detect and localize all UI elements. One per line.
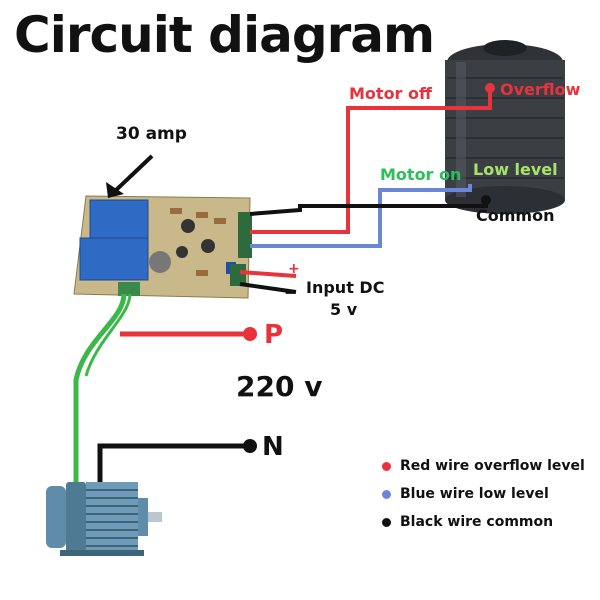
legend-label: Blue wire low level <box>400 486 549 502</box>
p-terminal <box>243 327 257 341</box>
relay-rating-label: 30 amp <box>116 124 187 144</box>
common-node <box>481 195 491 205</box>
water-tank <box>445 40 565 214</box>
blue-dot-icon <box>382 489 391 499</box>
overflow-node <box>485 83 495 93</box>
phase-label: P <box>264 320 284 350</box>
mains-voltage-label: 220 v <box>236 370 323 403</box>
input-voltage-label: 5 v <box>330 300 358 319</box>
page-title: Circuit diagram <box>14 6 435 64</box>
dc-input-wires <box>239 270 297 294</box>
overflow-label: Overflow <box>500 80 581 99</box>
relay-board <box>73 195 252 299</box>
legend-item-red: Red wire overflow level <box>382 458 585 474</box>
motor-on-label: Motor on <box>380 165 462 184</box>
input-dc-label: Input DC <box>306 278 385 297</box>
red-dot-icon <box>382 461 391 471</box>
n-terminal <box>243 439 257 453</box>
common-label: Common <box>476 206 555 225</box>
legend-item-black: Black wire common <box>382 514 553 530</box>
legend-label: Black wire common <box>400 514 554 530</box>
black-dot-icon <box>382 517 391 527</box>
motor <box>46 482 162 556</box>
neutral-label: N <box>262 432 284 462</box>
legend-label: Red wire overflow level <box>400 458 585 474</box>
dc-plus-label: + <box>288 261 300 277</box>
dc-minus-label: − <box>284 283 298 302</box>
legend-item-blue: Blue wire low level <box>382 486 549 502</box>
motor-off-label: Motor off <box>349 84 432 103</box>
low-level-label: Low level <box>473 160 558 179</box>
relay-arrow <box>106 154 154 198</box>
mains-wires <box>73 293 250 492</box>
